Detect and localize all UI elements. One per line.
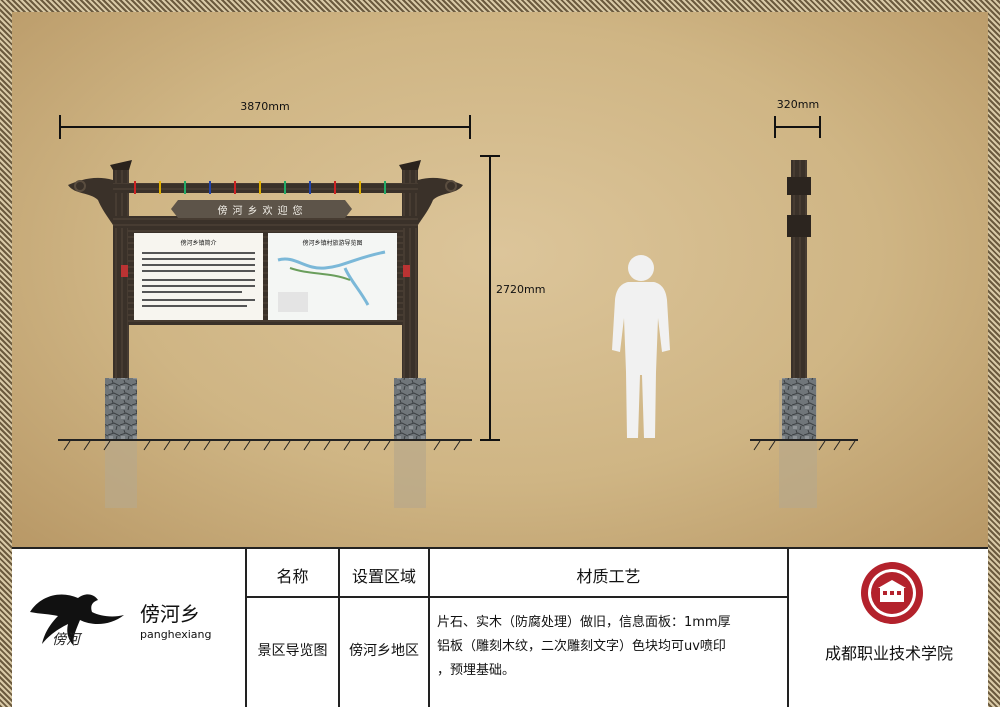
- height-label: 2720mm: [496, 283, 546, 296]
- institution-name: 成都职业技术学院: [824, 644, 953, 663]
- sign-banner-text: 傍河乡欢迎您: [217, 206, 308, 217]
- side-width-label: 320mm: [776, 98, 820, 111]
- left-footing: [105, 440, 137, 508]
- human-scale-silhouette: [612, 255, 670, 438]
- title-block-row-divider: [245, 596, 788, 598]
- title-block-divider: [787, 547, 789, 707]
- header-material: 材质工艺: [576, 567, 641, 586]
- brand-pinyin: panghexiang: [140, 628, 212, 641]
- title-block: [12, 547, 988, 707]
- header-name: 名称: [276, 567, 309, 586]
- title-block-divider: [428, 547, 430, 707]
- row-area: 傍河乡地区: [349, 643, 419, 659]
- brand-name: 傍河乡: [140, 602, 200, 626]
- front-width-label: 3870mm: [240, 100, 290, 113]
- title-block-top-border: [12, 547, 988, 549]
- row-material-line-3: ，预埋基础。: [437, 663, 516, 678]
- front-sign: [68, 160, 463, 440]
- front-width-dimension: [59, 115, 471, 139]
- side-ground-hatching: [753, 440, 856, 451]
- title-block-divider: [338, 547, 340, 707]
- header-area: 设置区域: [351, 567, 416, 586]
- right-footing: [394, 440, 426, 508]
- sign-panel-right-title: 傍河乡镇村旅游导览图: [302, 240, 363, 247]
- height-dimension: [480, 155, 500, 441]
- row-name: 景区导览图: [257, 643, 328, 659]
- row-material-line-1: 片石、实木（防腐处理）做旧，信息面板：1mm厚: [437, 615, 731, 630]
- side-width-dimension: [774, 116, 821, 138]
- sign-panel-left-title: 傍河乡镇简介: [180, 240, 217, 247]
- row-material: 片石、实木（防腐处理）做旧，信息面板：1mm厚 铝板（雕刻木纹，二次雕刻文字）色…: [437, 611, 782, 683]
- front-ground-hatching: [63, 440, 461, 451]
- title-block-divider: [245, 547, 247, 707]
- row-material-line-2: 铝板（雕刻木纹，二次雕刻文字）色块均可uv喷印: [437, 639, 726, 654]
- side-sign: [779, 160, 817, 508]
